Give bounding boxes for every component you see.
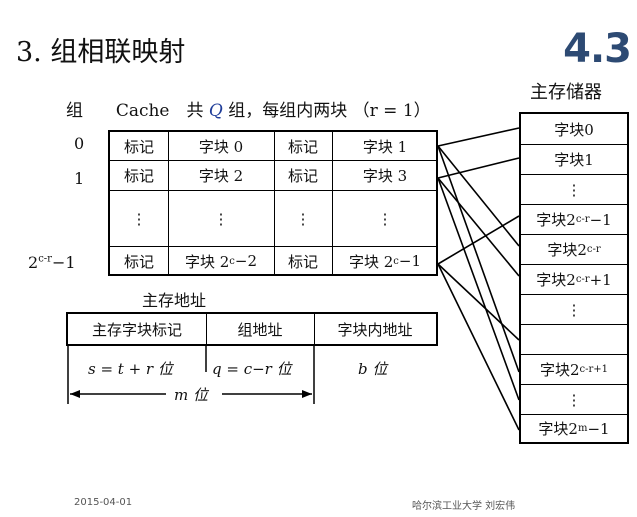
section-number: 4.3 <box>563 26 632 72</box>
address-field-group: 组地址 <box>237 320 283 339</box>
group-number-1: 1 <box>74 169 85 188</box>
memory-block: 字块0 <box>521 114 627 144</box>
memory-block-text: 字块2 <box>536 271 576 289</box>
cache-cell: 标记 <box>123 137 154 156</box>
footer-date: 2015-04-01 <box>74 497 133 508</box>
group-header: 组 <box>66 101 83 121</box>
group-number-0: 0 <box>74 134 85 153</box>
memory-block-exp: c-r <box>586 244 601 255</box>
address-title: 主存地址 <box>142 291 207 310</box>
cache-cell: 字块 2 <box>198 167 244 185</box>
address-bits-total: m 位 <box>174 386 208 404</box>
cache-block-exp: c <box>229 255 235 267</box>
cache-cell: 标记 <box>287 252 318 271</box>
memory-block-text: 字块2 <box>536 211 576 229</box>
cache-block-exp: c <box>393 255 399 267</box>
cache-table: 标记 字块 0 标记 字块 1 标记 字块 2 标记 字块 3 ⋮ ⋮ ⋮ ⋮ … <box>108 130 438 276</box>
address-bits-offset: b 位 <box>358 360 388 378</box>
memory-block-exp: m <box>577 423 588 434</box>
cache-cell: 标记 <box>287 167 318 185</box>
cache-cell: ⋮ <box>131 209 147 228</box>
memory-block: 字块1 <box>521 144 627 174</box>
address-field-tag: 主存字块标记 <box>91 320 182 339</box>
memory-block <box>521 324 627 354</box>
cache-header-prefix: Cache 共 <box>115 101 204 121</box>
cache-block-text: 字块 2 <box>348 252 394 271</box>
cache-cell: ⋮ <box>295 209 311 228</box>
cache-cell: 字块 0 <box>198 137 244 156</box>
slide-title: 3. 组相联映射 <box>16 37 186 68</box>
memory-block-suffix: +1 <box>589 270 612 289</box>
cache-block-text: 字块 2 <box>184 252 230 271</box>
group-number-base: 2 <box>28 253 39 272</box>
cache-header-mid: 组，每组内两块 <box>228 101 348 121</box>
group-number-exp: c-r <box>38 253 52 265</box>
cache-header: 组 Cache 共 Q 组，每组内两块 （r = 1） <box>66 96 431 121</box>
cache-block-suffix: −1 <box>398 252 422 270</box>
cache-cell: 标记 <box>123 167 154 185</box>
memory-block-suffix: −1 <box>587 419 610 438</box>
cache-header-q: Q <box>208 101 223 121</box>
address-field-offset: 字块内地址 <box>337 320 413 339</box>
memory-block-text: ⋮ <box>566 300 582 319</box>
memory-block-suffix: −1 <box>589 210 612 229</box>
address-fields: 主存字块标记 组地址 字块内地址 <box>66 312 438 346</box>
cache-cell: 标记 <box>287 137 318 156</box>
memory-block-exp: c-r+1 <box>579 364 609 375</box>
cache-header-paren: （r = 1） <box>352 101 431 121</box>
memory-block-text: 字块2 <box>547 241 587 259</box>
main-memory-label: 主存储器 <box>530 82 602 103</box>
memory-block-text: 字块2 <box>538 420 578 438</box>
cache-block-suffix: −2 <box>234 252 258 270</box>
cache-cell: 字块 3 <box>362 167 408 185</box>
cache-cell: ⋮ <box>213 209 229 228</box>
memory-block: ⋮ <box>521 174 627 204</box>
memory-block: ⋮ <box>521 384 627 414</box>
memory-block-text: 字块0 <box>554 120 594 139</box>
memory-block-exp: c-r <box>575 214 590 225</box>
memory-block-text: ⋮ <box>566 390 582 409</box>
cache-cell: 字块 1 <box>362 137 408 156</box>
cache-cell: 标记 <box>123 252 154 271</box>
memory-block-exp: c-r <box>575 274 590 285</box>
footer-author: 哈尔滨工业大学 刘宏伟 <box>412 501 516 512</box>
group-number-last: 2c-r−1 <box>28 253 76 272</box>
group-number-minus: −1 <box>51 253 76 272</box>
memory-block-text: 字块1 <box>554 151 594 169</box>
memory-block-text: 字块2 <box>539 361 580 379</box>
memory-block-text: ⋮ <box>566 180 582 199</box>
address-bits-tag: s = t + r 位 <box>88 360 173 378</box>
address-bits-group: q = c−r 位 <box>212 360 292 378</box>
cache-cell: ⋮ <box>377 209 393 228</box>
memory-block: ⋮ <box>521 294 627 324</box>
